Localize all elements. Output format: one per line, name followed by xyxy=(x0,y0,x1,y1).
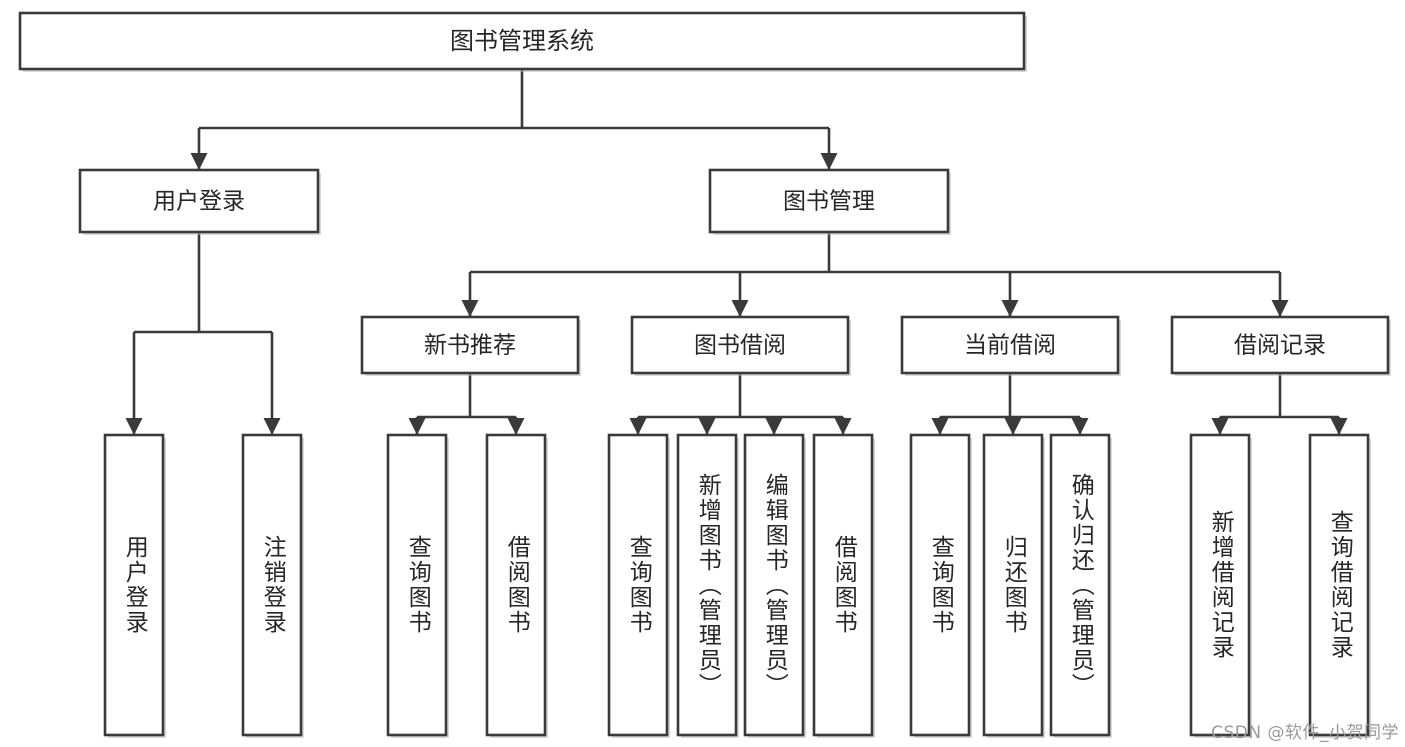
arrow-head xyxy=(1071,418,1089,435)
node-label-root: 图书管理系统 xyxy=(450,27,594,55)
arrow-head xyxy=(1004,418,1022,435)
arrow-head xyxy=(408,418,426,435)
node-label-book-manage: 图书管理 xyxy=(783,189,875,215)
arrow-head xyxy=(931,418,949,435)
arrow-head xyxy=(1211,418,1229,435)
arrow-head xyxy=(125,418,143,435)
node-box-leaf-current-confirm[interactable] xyxy=(1049,433,1111,737)
node-box-current-borrow[interactable] xyxy=(900,315,1120,375)
node-box-borrow-record[interactable] xyxy=(1170,315,1390,375)
node-box-user-login[interactable] xyxy=(78,168,320,234)
arrow-head xyxy=(1271,300,1289,317)
node-box-leaf-borrow-query[interactable] xyxy=(607,433,669,737)
connectors-layer xyxy=(125,69,1348,435)
arrow-head xyxy=(698,418,716,435)
node-box-leaf-current-return[interactable] xyxy=(982,433,1044,737)
arrow-head xyxy=(190,153,208,170)
node-box-leaf-user-logout[interactable] xyxy=(241,433,303,737)
arrow-head xyxy=(263,418,281,435)
node-label-current-borrow: 当前借阅 xyxy=(964,333,1056,359)
node-label-borrow-record: 借阅记录 xyxy=(1234,333,1326,359)
csdn-watermark: CSDN @软件_小贺同学 xyxy=(1211,723,1399,743)
node-label-user-login: 用户登录 xyxy=(153,189,245,215)
arrow-head xyxy=(834,418,852,435)
node-box-leaf-current-query[interactable] xyxy=(909,433,971,737)
arrow-head xyxy=(731,300,749,317)
arrow-head xyxy=(1001,300,1019,317)
node-box-leaf-borrow-do[interactable] xyxy=(812,433,874,737)
node-box-new-book-recommend[interactable] xyxy=(360,315,580,375)
node-label-new-book-recommend: 新书推荐 xyxy=(424,333,516,359)
node-box-leaf-record-add[interactable] xyxy=(1189,433,1251,737)
node-box-leaf-recommend-borrow[interactable] xyxy=(485,433,547,737)
node-box-leaf-borrow-edit[interactable] xyxy=(743,433,805,737)
node-box-leaf-recommend-query[interactable] xyxy=(386,433,448,737)
arrow-head xyxy=(765,418,783,435)
node-boxes-layer xyxy=(18,11,1391,738)
node-box-leaf-borrow-add[interactable] xyxy=(676,433,738,737)
arrow-head xyxy=(461,300,479,317)
node-label-book-borrow: 图书借阅 xyxy=(694,333,786,359)
node-box-book-manage[interactable] xyxy=(708,168,950,234)
node-box-book-borrow[interactable] xyxy=(630,315,850,375)
arrow-head xyxy=(820,153,838,170)
arrow-head xyxy=(507,418,525,435)
node-box-leaf-user-login[interactable] xyxy=(103,433,165,737)
arrow-head xyxy=(629,418,647,435)
node-box-root[interactable] xyxy=(18,11,1026,71)
node-box-leaf-record-query[interactable] xyxy=(1308,433,1370,737)
arrow-head xyxy=(1330,418,1348,435)
